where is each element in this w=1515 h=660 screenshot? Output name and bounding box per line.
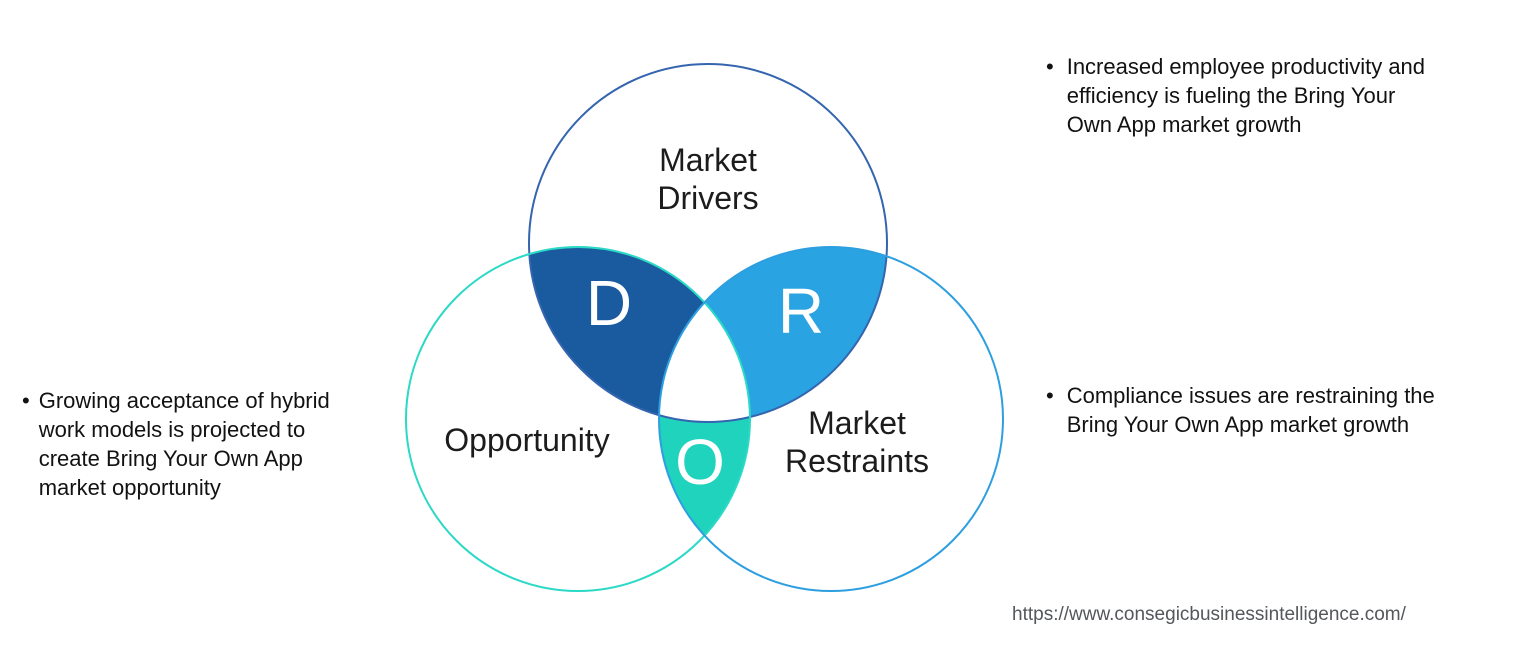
bullet-marker: • (1046, 54, 1054, 79)
driver-bullet: • Increased employee productivity and ef… (1046, 52, 1496, 139)
bullet-marker: • (22, 388, 30, 413)
source-url: https://www.consegicbusinessintelligence… (1012, 604, 1406, 625)
opportunity-bullet: • Growing acceptance of hybrid work mode… (22, 386, 392, 502)
drivers-region-letter: D (585, 267, 633, 339)
opportunity-label: Opportunity (444, 422, 610, 458)
opportunity-region-letter: O (675, 426, 725, 498)
market-restraints-circle-outline (658, 246, 1004, 592)
market-drivers-circle-outline (528, 63, 888, 423)
bullet-marker: • (1046, 383, 1054, 408)
opportunity-circle-outline (405, 246, 751, 592)
restraint-bullet-text: Compliance issues are restraining the Br… (1066, 383, 1435, 437)
restraint-bullet: • Compliance issues are restraining the … (1046, 381, 1506, 439)
restraints-region-letter: R (777, 275, 825, 347)
opportunity-bullet-text: Growing acceptance of hybrid work models… (38, 388, 330, 500)
market-drivers-label: Market Drivers (657, 142, 759, 216)
market-restraints-label: Market Restraints (784, 405, 930, 479)
driver-bullet-text: Increased employee productivity and effi… (1066, 54, 1426, 137)
